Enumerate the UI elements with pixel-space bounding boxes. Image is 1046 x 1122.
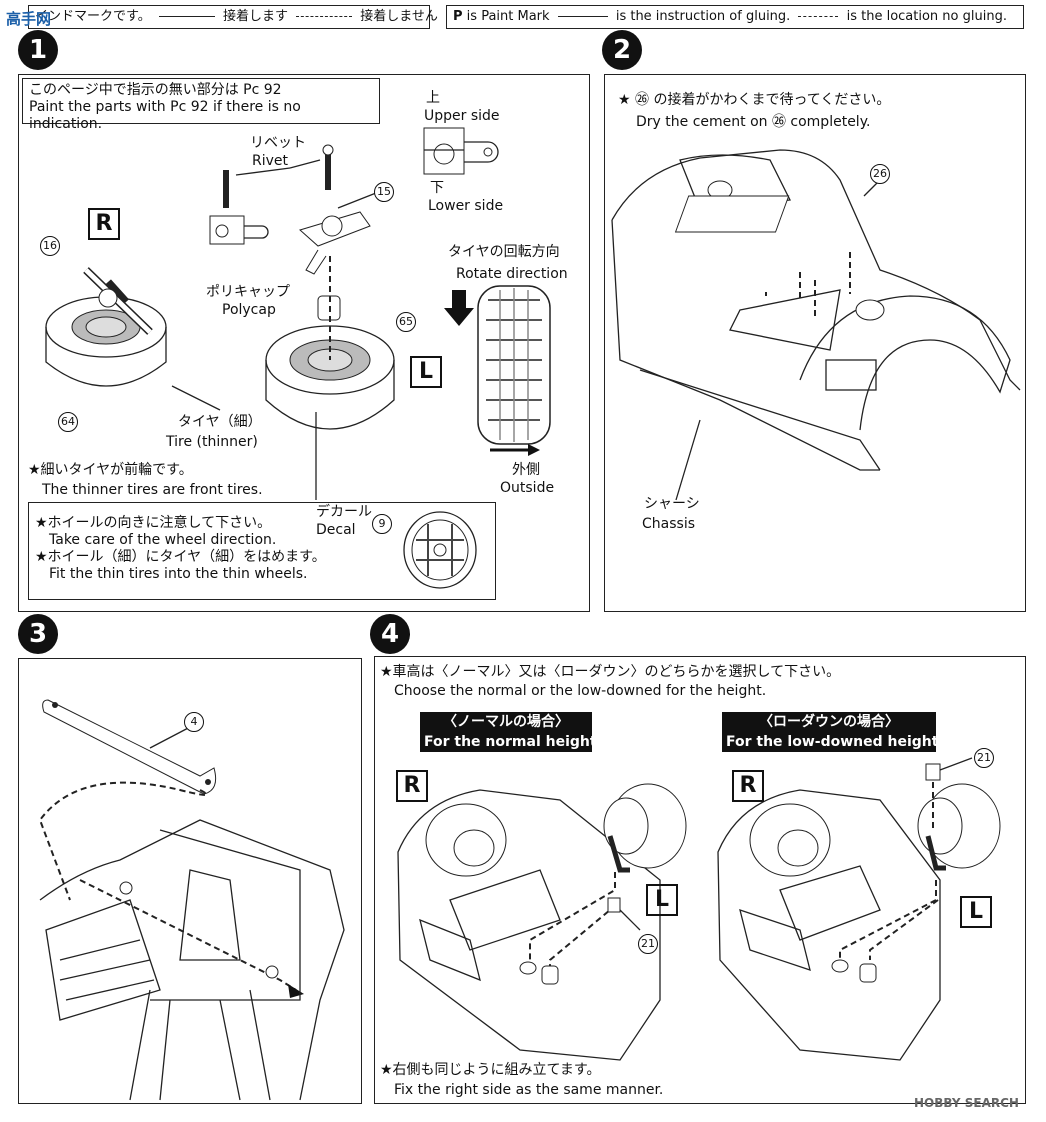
- upper-side-en: Upper side: [424, 108, 500, 124]
- step-2-note-en: Dry the cement on ㉖ completely.: [636, 114, 871, 130]
- paint-mark-icon: P: [453, 9, 463, 24]
- step-4-note-en: Choose the normal or the low-downed for …: [394, 683, 767, 699]
- knuckle-drawing: [209, 144, 377, 275]
- no-glue-arrow-dashed-en: [798, 16, 839, 17]
- polycap-label-jp: ポリキャップ: [206, 284, 290, 300]
- tire-label-en: Tire (thinner): [166, 434, 258, 450]
- step-4-note-jp: ★車高は〈ノーマル〉又は〈ローダウン〉のどちらかを選択して下さい。: [380, 664, 841, 680]
- right-side-note-en: Fix the right side as the same manner.: [394, 1082, 664, 1098]
- step-1-paint-note: このページ中で指示の無い部分は Pc 92 Paint the parts wi…: [22, 78, 380, 132]
- chassis-label-jp: シャーシ: [644, 496, 700, 512]
- lower-side-en: Lower side: [428, 198, 504, 214]
- decal-label-en: Decal: [316, 522, 356, 538]
- normal-height-en: For the normal height: [420, 732, 597, 752]
- step-3-panel: [18, 658, 362, 1104]
- rivet-label-en: Rivet: [252, 153, 289, 169]
- decal-label-jp: デカール: [316, 504, 372, 520]
- step-2-note-jp: ★ ㉖ の接着がかわくまで待ってください。: [618, 92, 891, 108]
- side-l-badge-low: L: [960, 896, 992, 928]
- paint-note-jp: このページ中で指示の無い部分は Pc 92: [29, 82, 282, 98]
- normal-height-jp: 〈ノーマルの場合〉: [420, 712, 592, 732]
- part-15-label: 15: [374, 182, 394, 202]
- part-16-label: 16: [40, 236, 60, 256]
- legend-no-glue-jp: 接着しません: [360, 9, 438, 24]
- step-2-panel: [604, 74, 1026, 612]
- chassis-drawing-normal: [397, 783, 687, 1061]
- side-l-badge-step1: L: [410, 356, 442, 388]
- chassis-label-en: Chassis: [642, 516, 695, 532]
- rotate-tire-drawing: [444, 285, 551, 456]
- step-2-number: 2: [602, 30, 642, 70]
- side-l-badge-normal: L: [646, 884, 678, 916]
- outside-label-jp: 外側: [512, 462, 540, 478]
- glue-arrow-solid: [158, 16, 215, 17]
- part-9-label: 9: [372, 514, 392, 534]
- rivet-label-jp: リベット: [250, 135, 306, 151]
- low-height-jp: 〈ローダウンの場合〉: [722, 712, 936, 732]
- knuckle-orientation-drawing: [423, 127, 499, 175]
- rotate-label-jp: タイヤの回転方向: [448, 244, 560, 260]
- legend-paint-mark-jp: インドマークです。: [35, 9, 151, 24]
- legend-no-glue-en: is the location no gluing.: [846, 9, 1007, 24]
- wheel-note-box: ★ホイールの向きに注意して下さい。 Take care of the wheel…: [28, 502, 496, 600]
- watermark-top: 高手网: [6, 10, 52, 28]
- chassis-drawing-step3: [38, 699, 345, 1101]
- glue-arrow-solid-en: [557, 16, 608, 17]
- wheel-direction-jp: ★ホイールの向きに注意して下さい。: [35, 515, 272, 531]
- wheel-direction-en: Take care of the wheel direction.: [49, 532, 277, 548]
- right-side-note-jp: ★右側も同じように組み立てます。: [380, 1062, 601, 1078]
- legend-japanese: インドマークです。 接着します 接着しません: [28, 5, 438, 29]
- part-21-label-low: 21: [974, 748, 994, 768]
- part-26-label: 26: [870, 164, 890, 184]
- polycap-label-en: Polycap: [222, 302, 276, 318]
- front-tire-note-jp: ★細いタイヤが前輪です。: [28, 462, 193, 478]
- step-4-number: 4: [370, 614, 410, 654]
- fit-tire-jp: ★ホイール（細）にタイヤ（細）をはめます。: [35, 549, 326, 565]
- decal-wheel-drawing: [403, 511, 477, 589]
- side-r-badge-step1: R: [88, 208, 120, 240]
- low-height-en: For the low-downed height: [722, 732, 938, 752]
- step-1-number: 1: [18, 30, 58, 70]
- legend-english: P is Paint Mark is the instruction of gl…: [446, 5, 1024, 29]
- watermark-bottom: HOBBY SEARCH: [914, 1096, 1019, 1110]
- legend-paint-mark-en: is Paint Mark: [466, 9, 550, 24]
- fit-tire-en: Fit the thin tires into the thin wheels.: [49, 566, 308, 582]
- upper-side-jp: 上: [426, 90, 440, 106]
- front-tire-note-en: The thinner tires are front tires.: [42, 482, 263, 498]
- legend-glue-en: is the instruction of gluing.: [615, 9, 791, 24]
- tire-label-jp: タイヤ（細）: [178, 414, 262, 430]
- chassis-drawing-step2: [611, 149, 1021, 501]
- part-64-label: 64: [58, 412, 78, 432]
- chassis-drawing-low: [717, 757, 1001, 1061]
- lower-side-jp: 下: [430, 180, 444, 196]
- part-4-label: 4: [184, 712, 204, 732]
- step-3-number: 3: [18, 614, 58, 654]
- part-21-label-normal: 21: [638, 934, 658, 954]
- tire-l-drawing: [265, 256, 395, 430]
- side-r-badge-normal: R: [396, 770, 428, 802]
- legend-glue-jp: 接着します: [222, 9, 288, 24]
- rotate-label-en: Rotate direction: [456, 266, 568, 282]
- part-65-label: 65: [396, 312, 416, 332]
- side-r-badge-low: R: [732, 770, 764, 802]
- paint-note-en: Paint the parts with Pc 92 if there is n…: [29, 99, 301, 132]
- outside-label-en: Outside: [500, 480, 555, 496]
- tire-r-drawing: [45, 267, 167, 387]
- no-glue-arrow-dashed: [296, 16, 353, 17]
